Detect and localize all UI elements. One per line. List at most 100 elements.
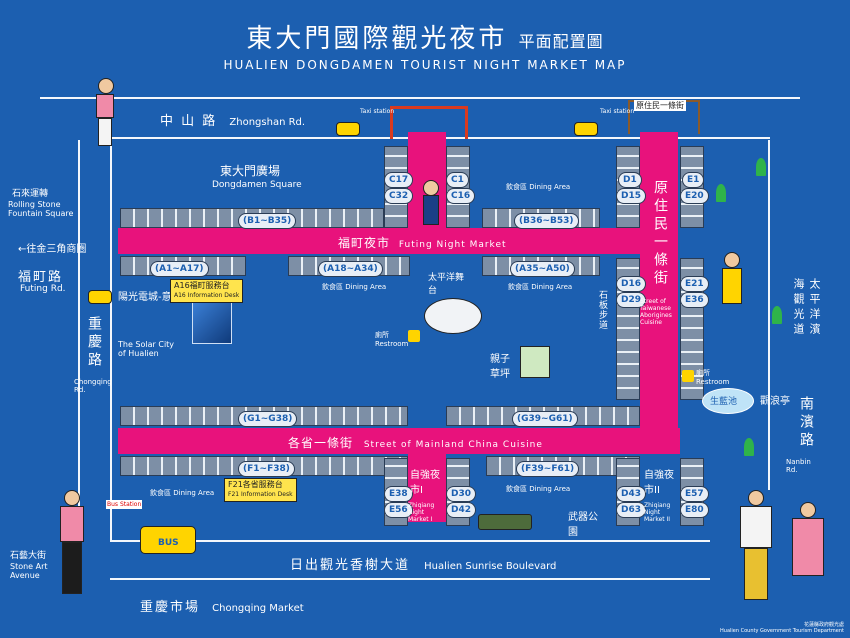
restroom-icon (408, 330, 420, 342)
zone-e56: E56 (384, 502, 413, 518)
shenglan-pond-icon (702, 388, 754, 414)
mainland-street (118, 428, 680, 454)
chongqing-market-label: 重慶市場 Chongqing Market (140, 596, 304, 615)
sunrise-road-en: Hualien Sunrise Boulevard (424, 561, 557, 572)
dongdamen-gate-icon (390, 106, 468, 139)
person-guide-icon (420, 180, 440, 226)
weapons-park-label: 武器公園 (568, 512, 598, 538)
restroom-2-zh: 廁所 (696, 369, 710, 377)
zone-d1: D1 (618, 172, 642, 188)
ziqiang2-en: Zhiqiang Night Market II (644, 502, 671, 523)
zone-g1-g38: (G1~G38) (238, 411, 298, 427)
zone-d43: D43 (616, 486, 646, 502)
shiban-trail-label: 石板步道 (597, 290, 607, 330)
dining-area-3: 飲食區 Dining Area (508, 282, 572, 292)
aborigines-street (640, 132, 678, 454)
map-title: 東大門國際觀光夜市 平面配置圖 (0, 18, 850, 55)
ziqiang-street-1 (408, 452, 446, 522)
dining-area-2: 飲食區 Dining Area (322, 282, 386, 292)
desk-a16-en: A16 Information Desk (174, 292, 240, 299)
chongqing-market-zh: 重慶市場 (140, 600, 201, 615)
futing-street-label: 福町夜市 Futing Night Market (338, 234, 507, 251)
zhongshan-road-zh: 中 山 路 (160, 114, 218, 129)
shenglan-pond-label: 生藍池 (710, 397, 738, 407)
zone-b36-b53: (B36~B53) (514, 213, 579, 229)
zone-f39-f61: (F39~F61) (516, 461, 580, 477)
zone-e1: E1 (682, 172, 705, 188)
wave-pavilion-label: 觀浪亭 (760, 396, 790, 407)
sunrise-road-zh: 日出觀光香榭大道 (290, 558, 411, 573)
dining-5-en: Dining Area (529, 485, 571, 493)
chongqing-market-en: Chongqing Market (212, 603, 304, 614)
futing-road-zh: 福町路 (18, 270, 64, 285)
solar-city-en: The Solar City of Hualien (118, 340, 175, 358)
desk-a16[interactable]: A16福町服務台 A16 Information Desk (170, 279, 244, 303)
zone-e57: E57 (680, 486, 709, 502)
zhongshan-road-en: Zhongshan Rd. (229, 117, 306, 128)
sunrise-road-line-top (110, 540, 710, 542)
dongdamen-square-zh: 東大門廣場 (220, 164, 281, 178)
dining-area-5: 飲食區 Dining Area (506, 484, 570, 494)
pacific-stage-label: 太平洋舞台 (428, 273, 465, 296)
zone-g39-g61: (G39~G61) (512, 411, 578, 427)
nanbin-road-zh: 南濱路 (798, 396, 814, 450)
chongqing-road-en: Chongqing Rd. (74, 378, 112, 394)
chongqing-road-line-left (78, 140, 80, 540)
zone-b1-b35: (B1~B35) (238, 213, 297, 229)
tree-icon-1 (716, 184, 726, 202)
restroom-2-icon (682, 370, 694, 382)
stone-art-en: Stone Art Avenue (10, 562, 48, 580)
zone-a1-a17: (A1~A17) (150, 261, 209, 277)
zone-e21: E21 (680, 276, 709, 292)
futing-road-en: Futing Rd. (20, 284, 66, 294)
zone-c16: C16 (446, 188, 476, 204)
credit-text: 花蓮縣政府觀光處 Hualien County Government Touri… (720, 622, 844, 634)
zone-c1: C1 (446, 172, 469, 188)
zone-a18-a34: (A18~A34) (318, 261, 383, 277)
kids-lawn-label: 親子草坪 (490, 354, 510, 380)
zone-d30: D30 (446, 486, 476, 502)
bus-icon (140, 526, 196, 554)
zone-e20: E20 (680, 188, 709, 204)
zone-e36: E36 (680, 292, 709, 308)
dining-3-zh: 飲食區 (508, 283, 529, 291)
restroom-2: 廁所 Restroom (696, 368, 729, 386)
dining-1-en: Dining Area (529, 183, 571, 191)
desk-f21-en: F21 Information Desk (228, 491, 293, 498)
tree-icon-4 (744, 438, 754, 456)
zhongshan-road-label: 中 山 路 Zhongshan Rd. (160, 110, 305, 129)
zone-d15: D15 (616, 188, 646, 204)
mainland-street-zh: 各省一條街 (288, 436, 354, 450)
pacific-road-zh: 太平洋濱海觀光道 (792, 278, 821, 338)
sunrise-road-line-bottom (110, 578, 710, 580)
restroom-2-en: Restroom (696, 378, 730, 386)
chongqing-road-line-right (110, 140, 112, 540)
taxi-icon-1 (336, 122, 360, 136)
solar-panel-icon (192, 302, 232, 344)
zone-d29: D29 (616, 292, 646, 308)
ziqiang2-zh: 自強夜市II (644, 470, 674, 496)
stone-art-zh: 石藝大街 (10, 551, 47, 561)
stone-fountain-en: Rolling Stone Fountain Square (8, 200, 74, 218)
title-sub: 平面配置圖 (518, 32, 604, 51)
stage-icon (424, 298, 482, 334)
person-dog-icon (718, 252, 748, 308)
mainland-street-en: Street of Mainland China Cuisine (363, 440, 543, 450)
desk-a16-zh: A16福町服務台 (174, 281, 230, 290)
taxi-icon-3 (88, 290, 112, 304)
aborigines-gate-sign: 原住民一條街 (634, 100, 686, 111)
desk-f21[interactable]: F21各省服務台 F21 Information Desk (224, 478, 297, 502)
lawn-icon (520, 346, 550, 378)
zone-f1-f38: (F1~F38) (238, 461, 295, 477)
zone-d42: D42 (446, 502, 476, 518)
person-girl-left-icon (54, 490, 88, 596)
zone-d63: D63 (616, 502, 646, 518)
to-sanjiao-label: ←往金三角商圈 (18, 244, 87, 255)
zone-a35-a50: (A35~A50) (510, 261, 575, 277)
bus-station-label: Bus Station (106, 500, 143, 509)
map-title-english: HUALIEN DONGDAMEN TOURIST NIGHT MARKET M… (223, 58, 627, 72)
person-walking-icon (90, 78, 120, 148)
taxi-station-label-2: Taxi station (600, 108, 635, 115)
taxi-station-label-1: Taxi station (360, 108, 395, 115)
